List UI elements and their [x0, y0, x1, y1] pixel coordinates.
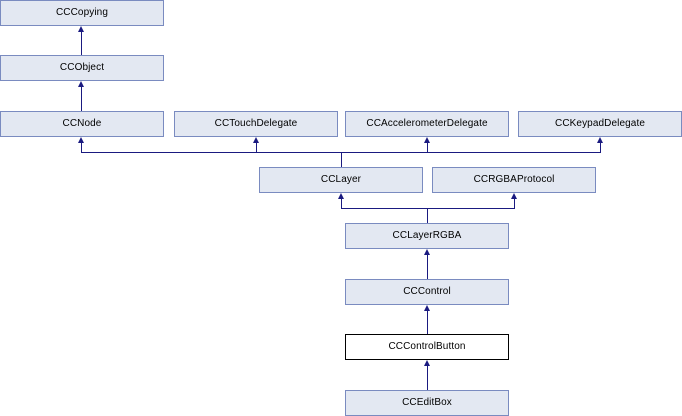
- stub-cclayer-down: [341, 199, 342, 209]
- arrow-cclayer-to-ccaccel: [424, 137, 430, 143]
- stub-cctouch: [256, 143, 257, 153]
- arrow-cclayer-to-cctouch: [253, 137, 259, 143]
- class-box-ccObject[interactable]: CCObject: [0, 55, 164, 81]
- class-box-ccAccelerometerDelegate[interactable]: CCAccelerometerDelegate: [345, 111, 509, 137]
- drop-cclayer: [341, 152, 342, 167]
- stub-ccnode: [81, 143, 82, 153]
- edge-cccontrol-to-cclayerrgba: [427, 255, 428, 279]
- class-box-ccKeypadDelegate[interactable]: CCKeypadDelegate: [518, 111, 682, 137]
- arrow-cclayer-to-cckeypad: [597, 137, 603, 143]
- class-box-ccTouchDelegate[interactable]: CCTouchDelegate: [174, 111, 338, 137]
- arrow-cclayerrgba-to-ccrgba: [511, 193, 517, 199]
- class-box-ccControlButton[interactable]: CCControlButton: [345, 334, 509, 360]
- drop-cclayerrgba: [427, 208, 428, 223]
- edge-ccobject-to-cccopying: [81, 32, 82, 55]
- edge-ccnode-to-ccobject: [81, 87, 82, 111]
- edge-ccbutton-to-cccontrol: [427, 311, 428, 334]
- class-box-ccNode[interactable]: CCNode: [0, 111, 164, 137]
- arrow-cccontrol-to-cclayerrgba: [424, 249, 430, 255]
- edge-cceditbox-to-ccbutton: [427, 366, 428, 390]
- arrow-cceditbox-to-ccbutton: [424, 360, 430, 366]
- bus-cclayerrgba: [341, 208, 515, 209]
- class-box-ccCopying[interactable]: CCCopying: [0, 0, 164, 26]
- arrow-cclayerrgba-to-cclayer: [338, 193, 344, 199]
- class-box-ccLayer[interactable]: CCLayer: [259, 167, 423, 193]
- class-box-ccLayerRGBA[interactable]: CCLayerRGBA: [345, 223, 509, 249]
- class-box-ccEditBox[interactable]: CCEditBox: [345, 390, 509, 416]
- class-box-ccRGBAProtocol[interactable]: CCRGBAProtocol: [432, 167, 596, 193]
- arrow-ccobject-to-cccopying: [78, 26, 84, 32]
- arrow-ccbutton-to-cccontrol: [424, 305, 430, 311]
- arrow-cclayer-to-ccnode: [78, 137, 84, 143]
- stub-cckeypad: [600, 143, 601, 153]
- class-box-ccControl[interactable]: CCControl: [345, 279, 509, 305]
- arrow-ccnode-to-ccobject: [78, 81, 84, 87]
- stub-ccaccel: [427, 143, 428, 153]
- stub-ccrgba-down: [514, 199, 515, 209]
